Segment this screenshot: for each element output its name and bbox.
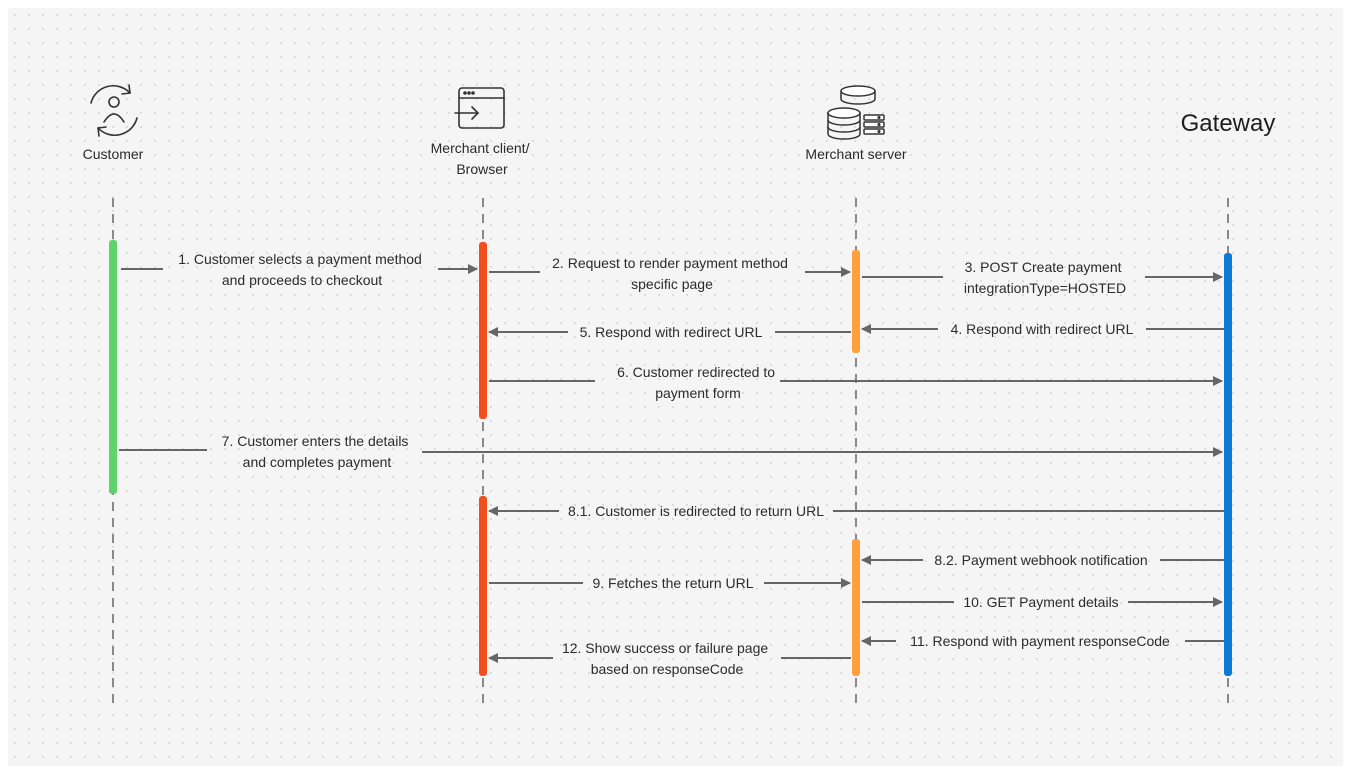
message-label-3: 3. POST Create payment integrationType=H…	[964, 259, 1126, 296]
message-label-9: 9. Fetches the return URL	[592, 575, 753, 591]
participant-label-merchant-server: Merchant server	[805, 146, 906, 162]
message-label-4: 4. Respond with redirect URL	[951, 321, 1134, 337]
activation-bar-gateway	[1224, 253, 1232, 676]
message-label-8-2: 8.2. Payment webhook notification	[934, 552, 1147, 568]
message-label-12: 12. Show success or failure page based o…	[562, 640, 772, 677]
activation-bar-merchant-client-1	[479, 242, 487, 419]
participant-label-gateway: Gateway	[1181, 110, 1276, 137]
message-label-2: 2. Request to render payment method spec…	[552, 255, 792, 292]
participant-label-merchant-client: Merchant client/ Browser	[431, 140, 534, 177]
message-label-1: 1. Customer selects a payment method and…	[178, 251, 425, 288]
message-label-10: 10. GET Payment details	[963, 594, 1118, 610]
message-label-6: 6. Customer redirected to payment form	[617, 364, 779, 401]
server-database-icon	[827, 85, 885, 140]
customer-sync-icon	[90, 84, 138, 137]
activation-bar-customer	[109, 240, 117, 494]
browser-window-icon	[454, 87, 505, 129]
message-label-5: 5. Respond with redirect URL	[580, 324, 763, 340]
message-label-8-1: 8.1. Customer is redirected to return UR…	[568, 503, 824, 519]
message-label-7: 7. Customer enters the details and compl…	[222, 433, 413, 470]
sequence-diagram-canvas: Customer Merchant client/ Browser Mercha…	[8, 8, 1343, 766]
activation-bar-merchant-client-2	[479, 496, 487, 676]
participant-label-customer: Customer	[83, 146, 144, 162]
activation-bar-merchant-server-2	[852, 539, 860, 676]
sequence-diagram: Customer Merchant client/ Browser Mercha…	[83, 84, 1276, 708]
message-label-11: 11. Respond with payment responseCode	[910, 633, 1170, 649]
activation-bar-merchant-server-1	[852, 250, 860, 353]
